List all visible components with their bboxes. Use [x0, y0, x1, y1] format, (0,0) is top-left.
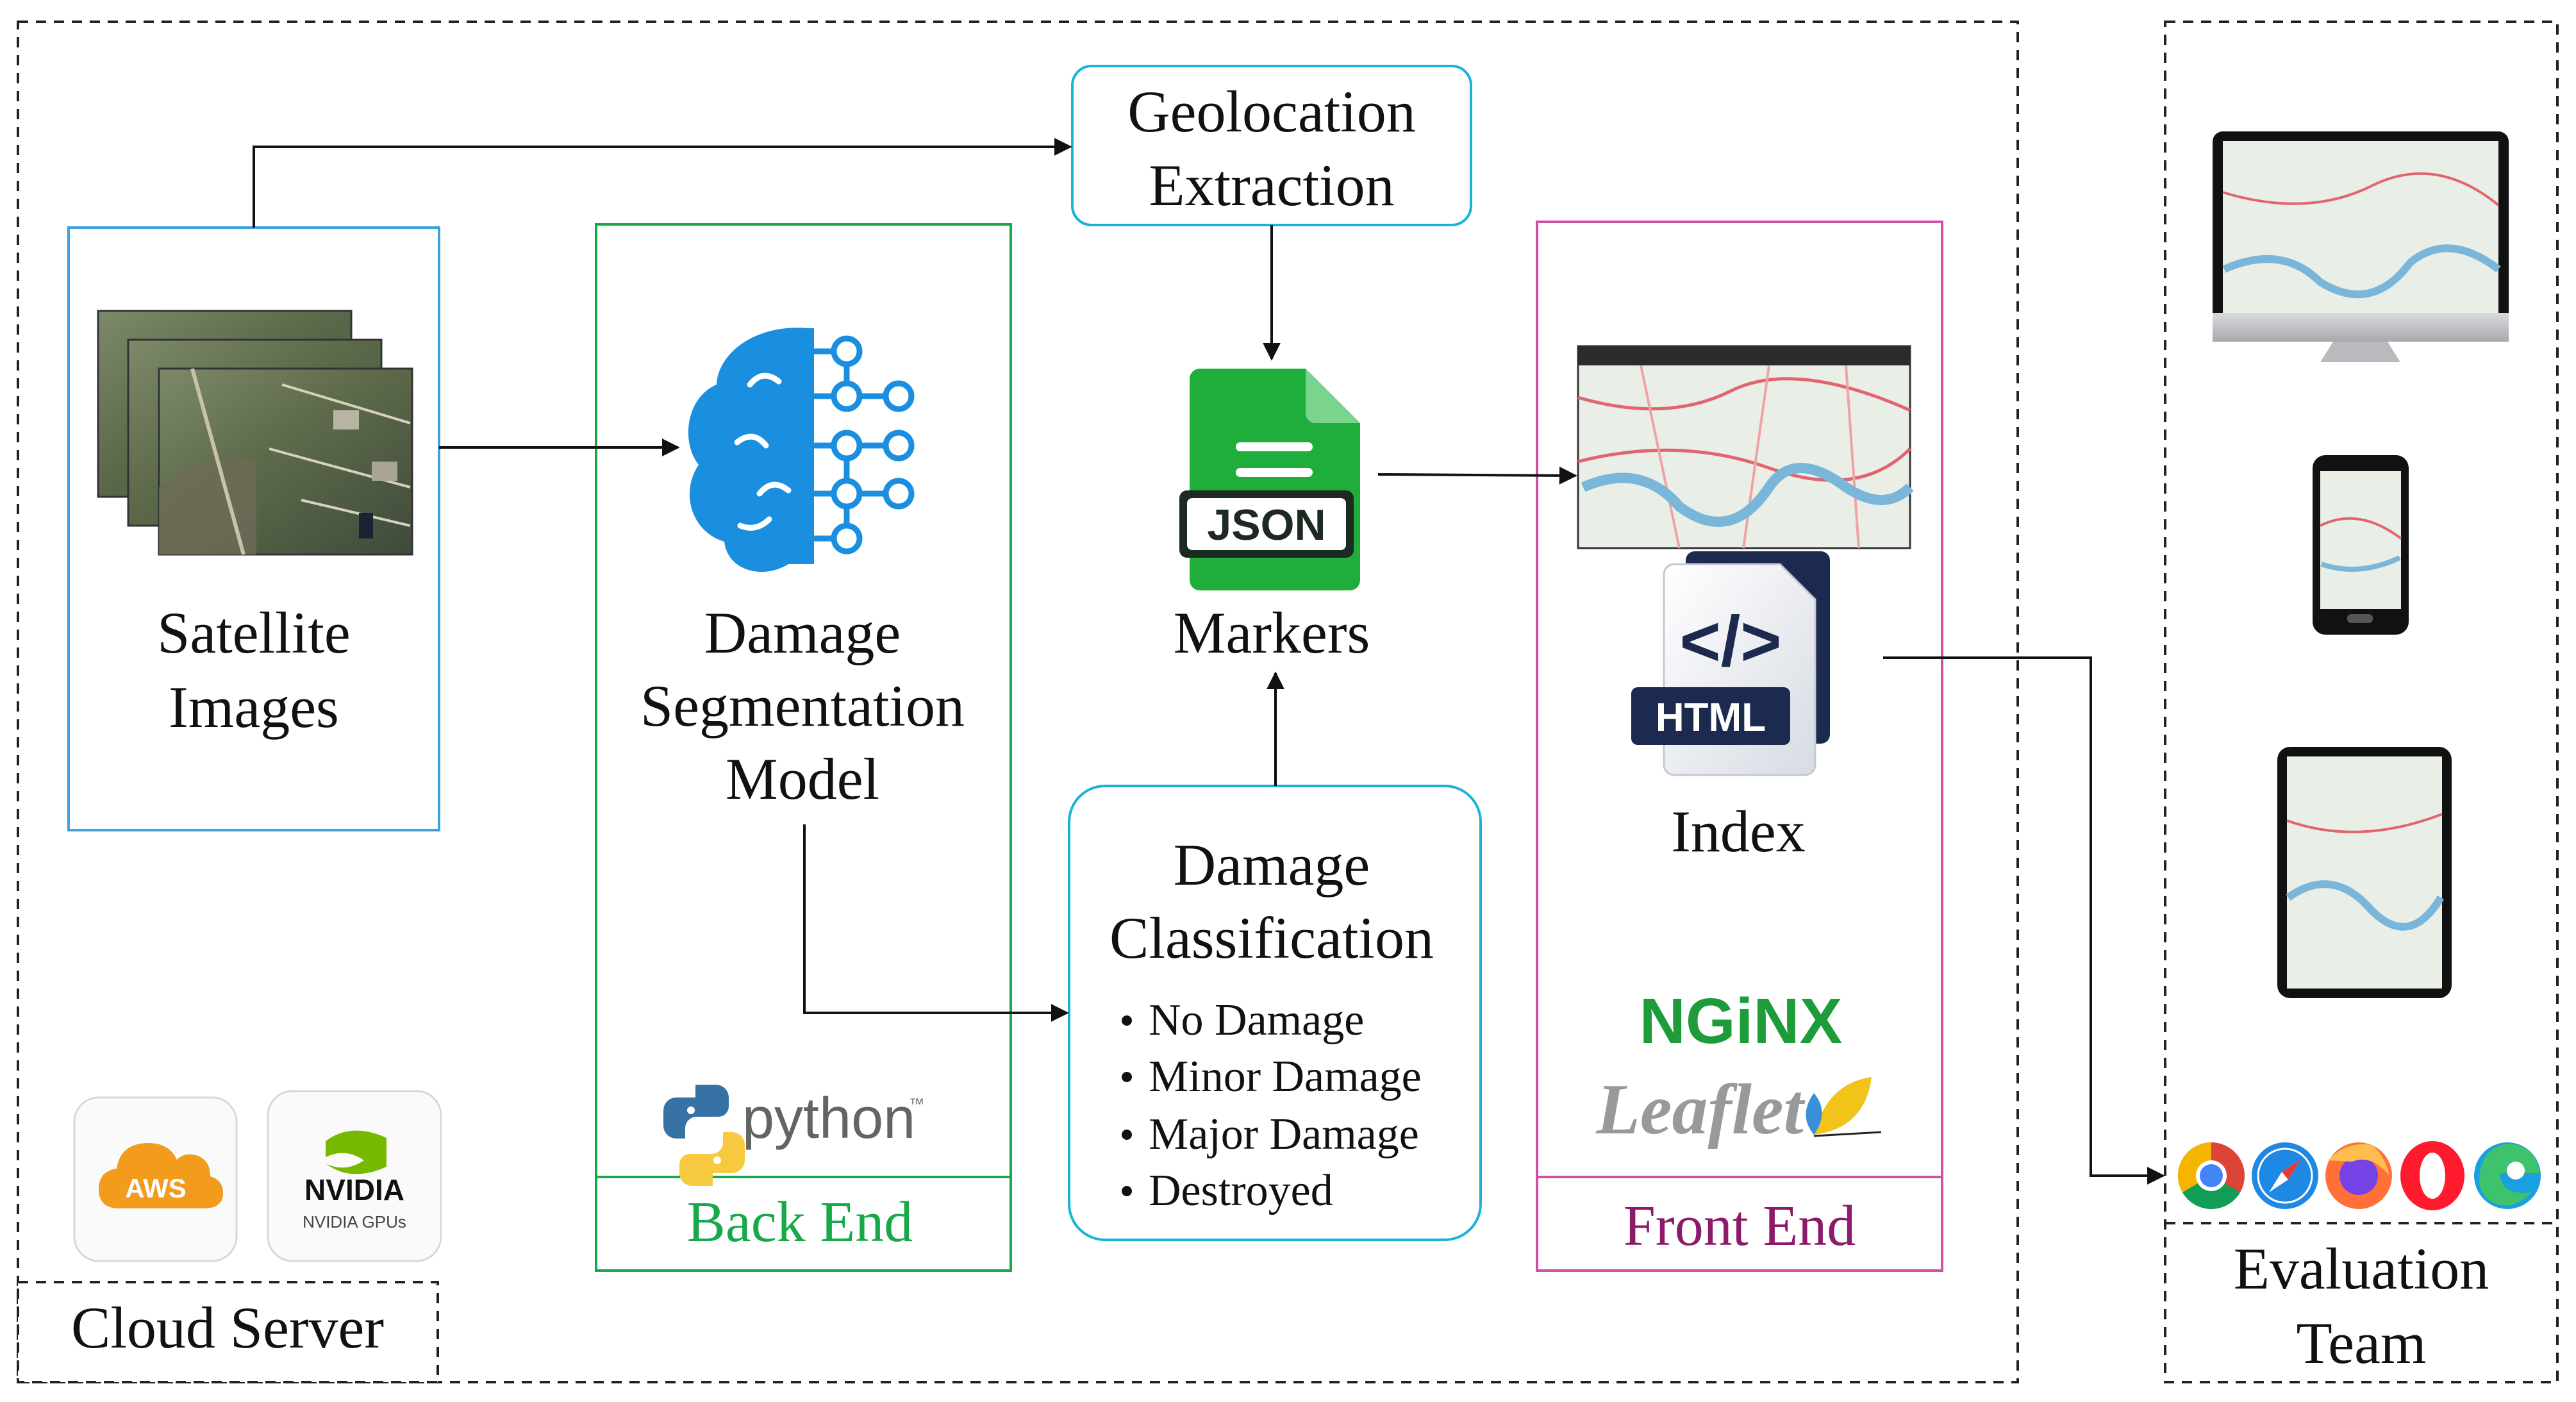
leaflet-leaf-icon [1806, 1077, 1882, 1137]
bullet [1122, 1186, 1132, 1196]
safari-icon [2252, 1142, 2318, 1209]
list-item: No Damage [1149, 996, 1364, 1045]
nvidia-logo-card [267, 1090, 442, 1262]
smartphone-icon [2313, 455, 2409, 635]
model-label-line2: Segmentation [640, 673, 965, 739]
satellite-image-stack [97, 310, 413, 556]
leaflet-logo: Leaflet [1595, 1070, 1805, 1149]
back-end-box [595, 223, 1012, 1272]
geolocation-label-line2: Extraction [1149, 153, 1394, 218]
edge-frontend-to-evaluation [1883, 656, 2165, 1185]
web-map-screenshot [1577, 345, 1914, 549]
aws-logo-text: AWS [125, 1173, 187, 1203]
cloud-server-label: Cloud Server [71, 1295, 384, 1360]
edge-markers-to-frontend [1377, 466, 1577, 485]
bullet [1122, 1130, 1132, 1140]
json-badge-text: JSON [1207, 501, 1325, 549]
classification-label-line2: Classification [1109, 905, 1434, 971]
firefox-icon [2325, 1142, 2392, 1209]
front-end-label: Front End [1624, 1194, 1856, 1258]
edge-model-to-classification [803, 824, 1069, 1022]
front-end-box [1536, 221, 1943, 1272]
model-label-line1: Damage [704, 600, 901, 665]
python-label: python [742, 1087, 915, 1151]
nginx-logo: NGiNX [1640, 985, 1843, 1057]
opera-icon [2400, 1141, 2464, 1210]
cloud-server-label-box [17, 1281, 439, 1383]
classification-label-line1: Damage [1174, 832, 1370, 897]
edge-icon [2474, 1142, 2541, 1209]
brain-network-icon [688, 328, 915, 572]
html-badge-text: HTML [1656, 696, 1766, 740]
damage-class-list: No Damage Minor Damage Major Damage Dest… [1122, 996, 1422, 1215]
bullet [1122, 1072, 1132, 1082]
html-glyph-text: </> [1679, 602, 1781, 681]
model-label-line3: Model [726, 746, 879, 812]
json-file-icon [1179, 369, 1360, 590]
html-file-icon [1631, 551, 1830, 776]
python-logo-icon [663, 1085, 745, 1186]
bullet [1122, 1015, 1132, 1026]
evaluation-label-line1: Evaluation [2234, 1236, 2489, 1301]
evaluation-team-container [2164, 21, 2559, 1383]
geolocation-label-line1: Geolocation [1127, 79, 1416, 144]
list-item: Minor Damage [1149, 1052, 1422, 1101]
evaluation-label-line2: Team [2296, 1310, 2426, 1376]
desktop-monitor-icon [2213, 131, 2509, 362]
back-end-label: Back End [687, 1190, 913, 1254]
satellite-label-line2: Images [169, 674, 339, 740]
nvidia-logo-text: NVIDIA [304, 1173, 404, 1206]
aws-logo-card [73, 1096, 238, 1262]
index-label: Index [1671, 799, 1805, 864]
cloud-server-container [17, 21, 2019, 1383]
satellite-label-line1: Satellite [157, 600, 350, 665]
nvidia-sub-text: NVIDIA GPUs [303, 1212, 406, 1231]
edge-satellite-to-geolocation [253, 138, 1072, 228]
list-item: Major Damage [1149, 1110, 1419, 1159]
chrome-icon [2178, 1142, 2245, 1209]
tablet-icon [2277, 747, 2452, 998]
list-item: Destroyed [1149, 1166, 1333, 1215]
markers-label: Markers [1174, 600, 1370, 665]
python-tm: ™ [909, 1096, 924, 1113]
